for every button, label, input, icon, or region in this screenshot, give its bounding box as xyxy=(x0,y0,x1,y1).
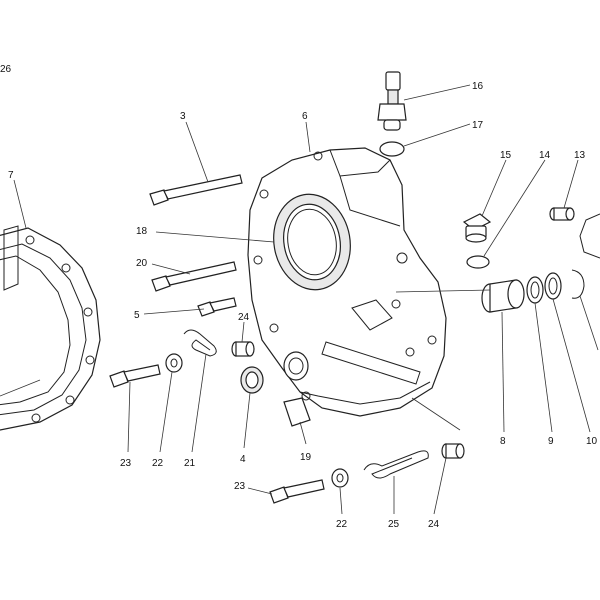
callout-22-left: 22 xyxy=(152,458,164,469)
callout-19: 19 xyxy=(300,452,312,463)
bushing-part-13 xyxy=(549,207,575,221)
callout-8: 8 xyxy=(500,436,506,447)
callout-20: 20 xyxy=(136,258,148,269)
o-ring-part-17 xyxy=(379,141,405,157)
page-reference: 26 xyxy=(0,64,12,75)
callout-24-upper: 24 xyxy=(238,312,250,323)
callout-16: 16 xyxy=(472,81,484,92)
callout-25: 25 xyxy=(388,519,400,530)
main-cover-part-6 xyxy=(247,147,447,417)
clip-part-25 xyxy=(363,450,429,479)
callout-5: 5 xyxy=(134,310,140,321)
bolt-part-23-left xyxy=(109,364,161,388)
callout-22-lower: 22 xyxy=(336,519,348,530)
callout-23-lower: 23 xyxy=(234,481,246,492)
sleeve-part-8 xyxy=(481,279,525,313)
callout-23-left: 23 xyxy=(120,458,132,469)
short-bolt-part-5 xyxy=(197,297,237,317)
bushing-part-24-upper xyxy=(231,341,255,357)
leader-lines xyxy=(0,84,599,515)
gasket-part-19 xyxy=(283,397,311,427)
long-bolt-part-3 xyxy=(149,174,243,206)
circlip-part xyxy=(571,269,585,299)
callout-7: 7 xyxy=(8,170,14,181)
right-housing-fragment xyxy=(579,213,600,259)
o-ring-part-14 xyxy=(466,255,490,269)
callout-24-lower: 24 xyxy=(428,519,440,530)
callout-14: 14 xyxy=(539,150,551,161)
callout-18: 18 xyxy=(136,226,148,237)
clip-part-21 xyxy=(183,329,217,357)
bushing-part-24-lower xyxy=(441,443,465,459)
sensor-part-16 xyxy=(377,71,407,131)
callout-4: 4 xyxy=(240,454,246,465)
outer-cover-part-7 xyxy=(0,225,101,431)
medium-bolt-part-20 xyxy=(151,261,237,292)
callout-9: 9 xyxy=(548,436,554,447)
callout-labels: 16 17 3 6 7 15 14 13 18 20 5 24 23 22 21… xyxy=(8,81,598,530)
ring-part-10 xyxy=(544,272,562,300)
ring-part-9 xyxy=(526,276,544,304)
callout-15: 15 xyxy=(500,150,512,161)
washer-part-22-lower xyxy=(331,468,349,488)
callout-17: 17 xyxy=(472,120,484,131)
washer-part-22-left xyxy=(165,353,183,373)
bolt-part-23-lower xyxy=(269,479,325,504)
plug-part-15 xyxy=(462,213,492,243)
seal-part-4 xyxy=(240,366,264,394)
callout-21: 21 xyxy=(184,458,196,469)
callout-10: 10 xyxy=(586,436,598,447)
callout-13: 13 xyxy=(574,150,586,161)
callout-3: 3 xyxy=(180,111,186,122)
callout-6: 6 xyxy=(302,111,308,122)
